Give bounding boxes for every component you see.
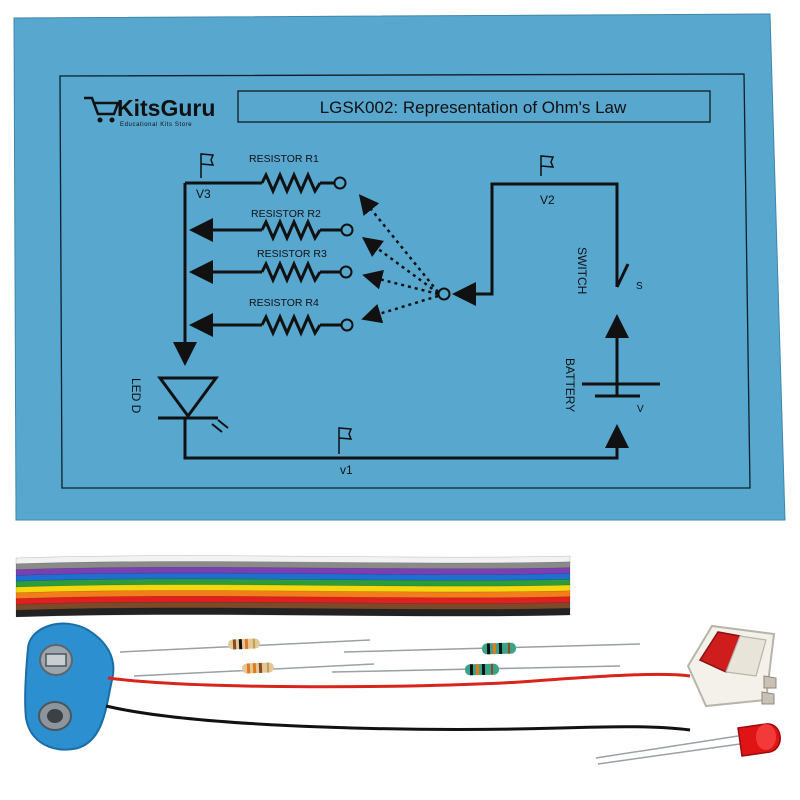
kitsguru-logo: KitsGuru Educational Kits Store xyxy=(84,95,215,128)
node-v2-label: V2 xyxy=(540,193,555,207)
circuit-board: KitsGuru Educational Kits Store LGSK002:… xyxy=(13,13,786,521)
resistor-symbols xyxy=(260,171,322,337)
title-box xyxy=(237,90,711,123)
battery-symbol: BATTERY V xyxy=(563,358,660,415)
circuit-wires xyxy=(173,181,629,460)
logo-text: KitsGuru xyxy=(117,95,215,121)
red-led xyxy=(595,723,781,765)
battery-label: BATTERY xyxy=(563,358,577,412)
switch-label: SWITCH xyxy=(575,247,589,294)
led-symbol: LED D xyxy=(129,376,229,433)
cart-icon xyxy=(84,96,120,116)
terminal-points xyxy=(333,176,451,332)
flag-icon xyxy=(200,153,555,454)
battery-mark: V xyxy=(637,404,644,415)
ribbon-cable xyxy=(15,555,571,618)
board-card xyxy=(13,13,786,521)
board-frame xyxy=(59,73,751,489)
resistor-r1-label: RESISTOR R1 xyxy=(249,153,319,165)
switch-symbol: SWITCH S xyxy=(575,247,643,294)
rocker-switch xyxy=(686,624,777,708)
logo-tagline: Educational Kits Store xyxy=(120,122,192,128)
battery-clip xyxy=(24,622,691,751)
ribbon-wire xyxy=(15,607,571,618)
switch-mark: S xyxy=(636,281,643,292)
board-title: LGSK002: Representation of Ohm's Law xyxy=(320,98,627,117)
node-v1-label: v1 xyxy=(340,463,353,477)
resistor-r2-label: RESISTOR R2 xyxy=(251,208,321,220)
node-v3-label: V3 xyxy=(196,187,211,201)
resistor-components xyxy=(119,638,641,677)
led-label: LED D xyxy=(129,378,143,414)
resistor-r3-label: RESISTOR R3 xyxy=(257,248,327,260)
resistor-r4-label: RESISTOR R4 xyxy=(249,297,319,309)
selector-lines xyxy=(358,194,439,324)
